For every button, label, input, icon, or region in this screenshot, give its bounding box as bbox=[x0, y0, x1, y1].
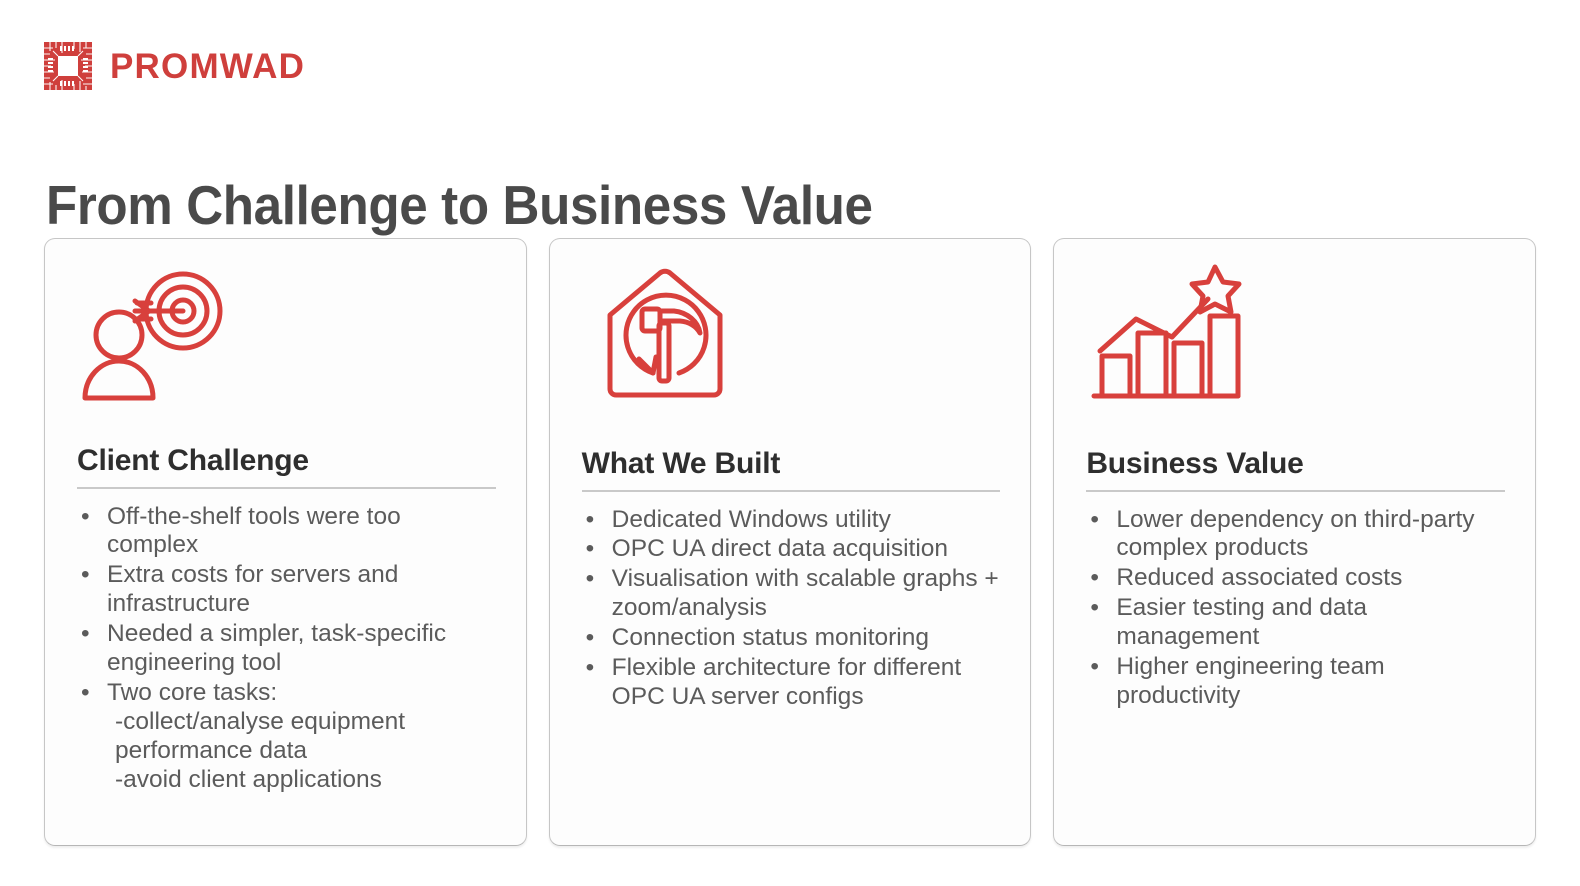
list-item: • OPC UA direct data acquisition bbox=[582, 535, 1001, 564]
card-business-value: Business Value • Lower dependency on thi… bbox=[1053, 238, 1537, 846]
list-item-text: Lower dependency on third-party complex … bbox=[1116, 505, 1475, 562]
list-item-text: Dedicated Windows utility bbox=[611, 505, 891, 533]
card-client-challenge: Client Challenge • Off-the-shelf tools w… bbox=[44, 238, 527, 846]
bullet-marker: • bbox=[1090, 653, 1099, 681]
bullet-marker: • bbox=[585, 565, 595, 593]
bullet-marker: • bbox=[81, 620, 90, 648]
bullet-marker: • bbox=[81, 502, 90, 530]
heading-divider bbox=[1086, 489, 1506, 492]
person-with-target-icon bbox=[79, 265, 239, 415]
bullet-marker: • bbox=[585, 535, 595, 563]
bullet-marker: • bbox=[1090, 594, 1099, 622]
page-title: From Challenge to Business Value bbox=[46, 173, 873, 236]
bullet-list: • Dedicated Windows utility • OPC UA dir… bbox=[582, 506, 1001, 712]
list-item-text: Higher engineering team productivity bbox=[1116, 653, 1385, 709]
brand-wordmark: PROMWAD bbox=[110, 46, 306, 86]
list-item-text: OPC UA direct data acquisition bbox=[611, 535, 949, 563]
list-item: • Reduced associated costs bbox=[1086, 564, 1505, 593]
bullet-marker: • bbox=[1090, 564, 1099, 592]
list-item-text: Off-the-shelf tools were too complex bbox=[107, 502, 401, 559]
card-grid: Client Challenge • Off-the-shelf tools w… bbox=[44, 238, 1537, 846]
bullet-marker: • bbox=[585, 654, 595, 682]
list-item: • Needed a simpler, task-specific engine… bbox=[77, 620, 496, 678]
list-item: • Higher engineering team productivity bbox=[1086, 653, 1505, 711]
list-item: • Easier testing and data management bbox=[1086, 594, 1505, 652]
list-item-text: Needed a simpler, task-specific engineer… bbox=[107, 620, 447, 677]
list-subitem-text: -avoid client applications bbox=[115, 765, 382, 793]
list-item: • Off-the-shelf tools were too complex bbox=[77, 503, 496, 561]
list-item: • Extra costs for servers and infrastruc… bbox=[77, 561, 496, 619]
list-item: • Lower dependency on third-party comple… bbox=[1086, 506, 1505, 564]
brand-logo: PROMWAD bbox=[44, 42, 305, 90]
card-what-we-built: What We Built • Dedicated Windows utilit… bbox=[548, 238, 1032, 846]
card-heading: Client Challenge bbox=[77, 444, 309, 477]
bullet-marker: • bbox=[585, 505, 595, 533]
list-subitem-text: -collect/analyse equipment performance d… bbox=[115, 707, 406, 764]
card-heading: Business Value bbox=[1086, 447, 1304, 480]
list-item: • Dedicated Windows utility bbox=[582, 506, 1001, 535]
promwad-chip-logo-icon bbox=[44, 42, 92, 90]
list-item: • Flexible architecture for different OP… bbox=[582, 654, 1001, 712]
bullet-list: • Lower dependency on third-party comple… bbox=[1086, 506, 1505, 711]
bullet-marker: • bbox=[1090, 505, 1099, 533]
bullet-marker: • bbox=[585, 624, 595, 652]
list-item: • Connection status monitoring bbox=[582, 624, 1001, 653]
bullet-list: • Off-the-shelf tools were too complex •… bbox=[77, 503, 496, 795]
card-heading: What We Built bbox=[581, 447, 781, 480]
list-item: • Two core tasks: -collect/analyse equip… bbox=[77, 679, 496, 795]
list-item: • Visualisation with scalable graphs + z… bbox=[582, 565, 1001, 623]
heading-divider bbox=[77, 486, 496, 489]
list-item-text: Extra costs for servers and infrastructu… bbox=[107, 561, 399, 618]
card-content: What We Built • Dedicated Windows utilit… bbox=[550, 447, 1031, 713]
card-content: Client Challenge • Off-the-shelf tools w… bbox=[45, 444, 526, 796]
list-item-text: Two core tasks: bbox=[107, 678, 278, 706]
house-with-hammer-icon bbox=[590, 261, 750, 411]
heading-divider bbox=[581, 489, 1001, 492]
bullet-marker: • bbox=[81, 678, 90, 706]
list-item-text: Easier testing and data management bbox=[1116, 594, 1367, 651]
bullet-marker: • bbox=[81, 561, 90, 589]
list-item-text: Flexible architecture for different OPC … bbox=[611, 654, 962, 710]
growth-bar-chart-star-icon bbox=[1080, 261, 1242, 411]
list-item-text: Connection status monitoring bbox=[611, 624, 929, 652]
list-item-text: Reduced associated costs bbox=[1116, 564, 1403, 592]
list-item-text: Visualisation with scalable graphs + zoo… bbox=[611, 565, 999, 622]
card-content: Business Value • Lower dependency on thi… bbox=[1054, 447, 1535, 712]
